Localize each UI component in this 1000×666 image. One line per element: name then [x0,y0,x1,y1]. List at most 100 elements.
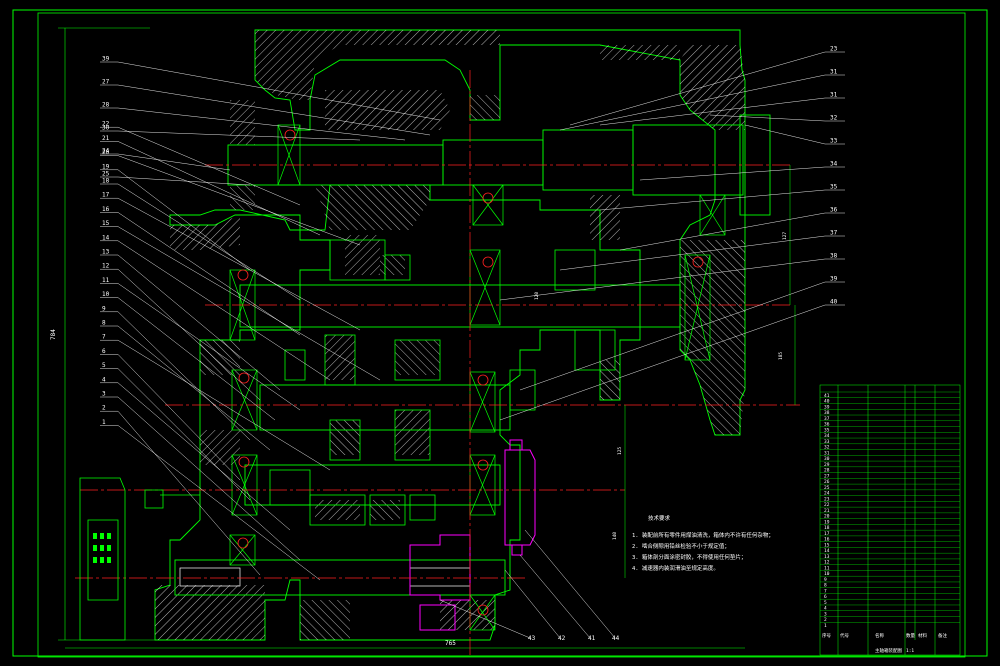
callout-left-39: 39 [102,56,110,63]
gears [269,239,616,526]
callout-left-2: 2 [102,405,106,412]
svg-text:名称: 名称 [875,632,884,639]
callout-right-35: 35 [830,184,838,191]
dim-d2: 185 [778,352,784,360]
right-dimensions: 127 185 125 140 120 [534,165,796,578]
parts-row-30: 30 [824,456,830,462]
callout-right-31: 31 [830,69,838,76]
callout-left-15: 15 [102,220,110,227]
shaft-4 [244,464,501,506]
parts-row-25: 25 [824,485,830,491]
callout-right-36: 36 [830,207,838,214]
callout-right-39: 39 [830,276,838,283]
parts-row-14: 14 [824,548,830,554]
callout-left-20: 20 [102,149,110,156]
parts-row-23: 23 [824,496,830,502]
callout-right-33: 33 [830,138,838,145]
callout-left-25: 25 [102,171,110,178]
base-slots [93,533,111,563]
callout-41: 41 [588,635,596,642]
callout-numbers-bottom: 43 42 41 44 [528,635,620,642]
callout-left-27: 27 [102,79,110,86]
parts-row-34: 34 [824,433,830,439]
bearing-7 [231,369,258,431]
parts-row-1: 1 [824,623,827,629]
callout-left-1: 1 [102,419,106,426]
parts-row-37: 37 [824,416,830,422]
shaft-2 [239,284,681,328]
callout-right-31: 31 [830,92,838,99]
parts-row-3: 3 [824,611,827,617]
parts-row-41: 41 [824,393,830,399]
parts-row-35: 35 [824,427,830,433]
parts-row-22: 22 [824,502,830,508]
callout-left-4: 4 [102,376,106,383]
title-scale: 1:1 [906,648,914,654]
parts-row-20: 20 [824,514,830,520]
parts-row-16: 16 [824,537,830,543]
parts-row-33: 33 [824,439,830,445]
dim-d3: 125 [617,447,623,455]
parts-row-29: 29 [824,462,830,468]
bearing-2 [472,184,504,226]
svg-text:备注: 备注 [938,632,947,639]
parts-row-12: 12 [824,560,830,566]
callout-42: 42 [558,635,566,642]
parts-row-6: 6 [824,594,827,600]
tech-req-line-3: 3. 箱体剖分面涂密封胶，不得使用任何垫片； [632,553,746,561]
callout-left-19: 19 [102,163,110,170]
bearing-10 [469,454,496,516]
leader-lines-left [100,61,441,581]
callout-43: 43 [528,635,536,642]
parts-row-39: 39 [824,404,830,410]
callout-right-34: 34 [830,161,838,168]
leader-lines-right [499,51,845,421]
tech-req-line-4: 4. 减速器内装润滑油至规定高度。 [632,564,719,572]
parts-row-11: 11 [824,565,830,571]
parts-row-7: 7 [824,588,827,594]
parts-row-18: 18 [824,525,830,531]
svg-text:材料: 材料 [918,632,927,639]
callout-left-28: 28 [102,102,110,109]
bearing-11 [229,534,256,566]
callout-right-38: 38 [830,253,838,260]
parts-row-38: 38 [824,410,830,416]
callout-left-3: 3 [102,391,106,398]
parts-row-19: 19 [824,519,830,525]
callout-left-22: 22 [102,121,110,128]
parts-row-15: 15 [824,542,830,548]
callout-left-18: 18 [102,178,110,185]
parts-row-40: 40 [824,399,830,405]
callout-left-30: 30 [102,125,110,132]
tech-req-line-1: 1. 装配前所有零件用煤油清洗，箱体内不许有任何杂物； [632,531,774,539]
parts-row-5: 5 [824,600,827,606]
callout-left-12: 12 [102,263,110,270]
outer-border [12,9,988,657]
inner-border [37,12,966,658]
bearing-3 [699,194,726,236]
callout-right-40: 40 [830,299,838,306]
parts-row-28: 28 [824,468,830,474]
svg-text:代号: 代号 [840,632,849,639]
callout-left-16: 16 [102,206,110,213]
callout-left-8: 8 [102,320,106,327]
callout-left-10: 10 [102,291,110,298]
tech-req-line-2: 2. 啮合侧隙用铅丝检验不小于规定值； [632,542,730,550]
dim-d4: 140 [612,532,618,540]
tech-req-title: 技术要求 [648,514,671,522]
parts-row-27: 27 [824,473,830,479]
shaft-3 [259,384,511,431]
technical-requirements: 技术要求 1. 装配前所有零件用煤油清洗，箱体内不许有任何杂物； 2. 啮合侧隙… [632,514,774,572]
callout-left-13: 13 [102,249,110,256]
callout-left-7: 7 [102,334,106,341]
callout-left-9: 9 [102,305,106,312]
bearing-5 [469,249,501,326]
callout-left-21: 21 [102,135,110,142]
parts-row-9: 9 [824,577,827,583]
bearing-9 [231,454,258,516]
svg-text:数量: 数量 [906,632,915,639]
callout-left-5: 5 [102,362,106,369]
machine-base [79,477,200,641]
